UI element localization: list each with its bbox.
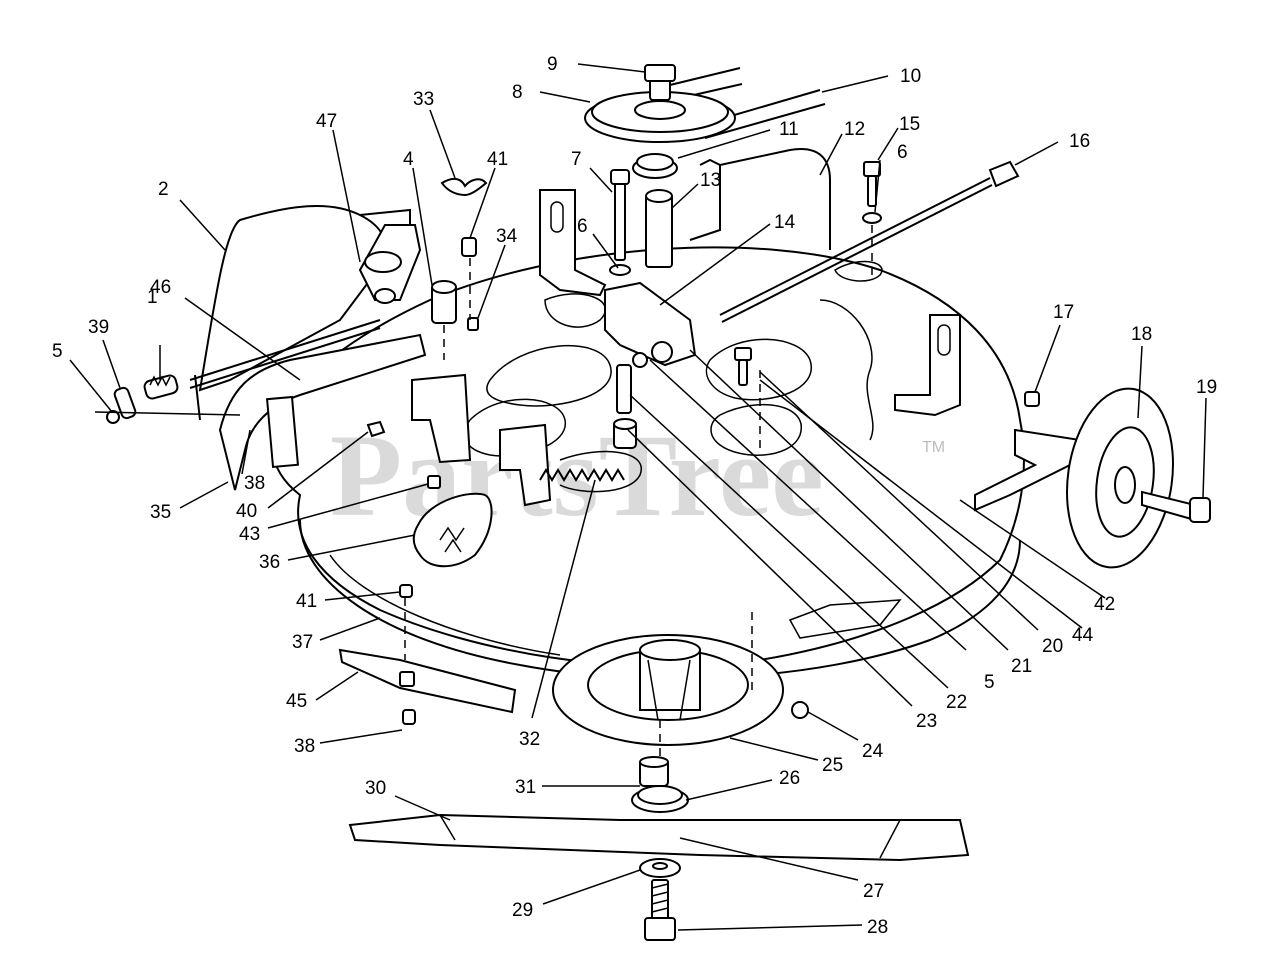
standoff-hardware (431, 237, 479, 360)
callout-23: 23 (916, 711, 937, 732)
blade-bolt (639, 858, 681, 941)
callout-30: 30 (365, 778, 386, 799)
callout-15: 15 (899, 114, 920, 135)
callout-33: 33 (413, 89, 434, 110)
callout-31: 31 (515, 777, 536, 798)
wing-nut (440, 177, 488, 197)
callout-28: 28 (867, 917, 888, 938)
control-rod (719, 160, 1020, 323)
callout-25: 25 (822, 755, 843, 776)
left-mount-bracket (411, 373, 552, 507)
rear-brackets (539, 189, 961, 417)
idler-arm (604, 281, 697, 368)
callout-8: 8 (512, 82, 523, 103)
callout-7: 7 (571, 149, 582, 170)
callout-18: 18 (1131, 324, 1152, 345)
spindle-housing (552, 612, 809, 780)
leader-lines (69, 63, 1207, 931)
callout-9: 9 (547, 54, 558, 75)
discharge-chute (189, 204, 427, 491)
belt-guide (689, 148, 831, 250)
bolt-right-deck (734, 347, 761, 450)
callout-14: 14 (774, 212, 796, 233)
callout-34: 34 (496, 226, 518, 247)
callout-5-left: 5 (52, 341, 63, 362)
tension-spring (539, 468, 625, 482)
callout-41-mid: 41 (296, 591, 317, 612)
hinge-bracket (358, 224, 422, 304)
callout-17: 17 (1053, 302, 1074, 323)
bolt-washer-right (862, 161, 882, 280)
callout-42: 42 (1094, 594, 1115, 615)
callout-38-top: 38 (244, 473, 265, 494)
idler-spacers (613, 364, 637, 449)
callout-29: 29 (512, 900, 533, 921)
callout-10: 10 (900, 66, 921, 87)
callout-22: 22 (946, 692, 967, 713)
callout-13: 13 (700, 170, 721, 191)
callout-6-right: 6 (897, 142, 908, 163)
callout-26: 26 (779, 768, 800, 789)
callout-4: 4 (403, 149, 414, 170)
callout-39: 39 (88, 317, 109, 338)
callout-38-bottom: 38 (294, 736, 315, 757)
callout-43: 43 (239, 524, 260, 545)
deflector-rod-assembly (94, 374, 241, 424)
wheel-assembly (974, 387, 1211, 569)
spindle-bushing (609, 169, 673, 276)
pulley-assembly (584, 64, 826, 179)
callout-45: 45 (286, 691, 307, 712)
callout-40: 40 (236, 501, 257, 522)
callout-41-top: 41 (487, 149, 508, 170)
baffle (338, 648, 517, 725)
callout-21: 21 (1011, 656, 1032, 677)
callout-6-left: 6 (577, 216, 588, 237)
watermark: PartsTree (330, 410, 824, 541)
callout-12: 12 (844, 119, 865, 140)
callout-labels: 1 2 4 5 5 6 6 7 8 9 10 11 12 13 14 15 16… (52, 54, 1217, 938)
callout-36: 36 (259, 552, 280, 573)
callout-24: 24 (862, 741, 884, 762)
callout-44: 44 (1072, 625, 1094, 646)
callout-47: 47 (316, 111, 337, 132)
callout-46: 46 (150, 277, 171, 298)
watermark-trademark: TM (922, 439, 945, 456)
callout-35: 35 (150, 502, 171, 523)
callout-20: 20 (1042, 636, 1063, 657)
callout-37: 37 (292, 632, 313, 653)
callout-1: 1 (147, 287, 158, 308)
callout-27: 27 (863, 881, 884, 902)
callout-32: 32 (519, 729, 540, 750)
callout-19: 19 (1196, 377, 1217, 398)
callout-16: 16 (1069, 131, 1090, 152)
left-small-hardware (366, 420, 493, 660)
callout-11: 11 (779, 119, 799, 140)
callout-2: 2 (158, 179, 169, 200)
callout-5-right: 5 (984, 672, 995, 693)
cutting-blade (348, 813, 970, 862)
